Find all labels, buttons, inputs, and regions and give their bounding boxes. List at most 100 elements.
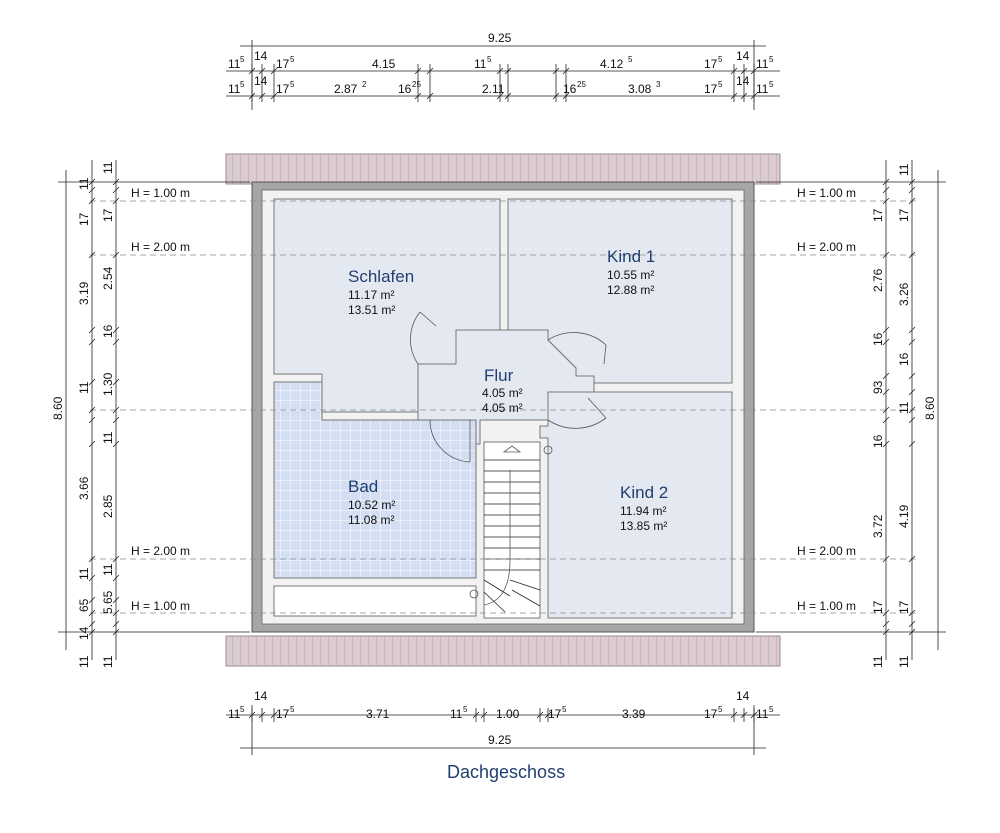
height-label-right-3: H = 2.00 m bbox=[797, 544, 856, 558]
dim-b-0: 11 bbox=[228, 707, 241, 721]
room-area-kind1-1: 10.55 m² bbox=[607, 268, 654, 282]
dim-t1-2: 17 bbox=[276, 57, 290, 71]
dim-ro-1: 17 bbox=[897, 208, 911, 222]
dim-tick bbox=[112, 197, 120, 205]
dim-t2-3: 2.87 bbox=[334, 82, 358, 96]
dim-tick bbox=[112, 440, 120, 448]
dim-l-5: 11 bbox=[77, 567, 91, 580]
dim-tick bbox=[112, 178, 120, 186]
svg-text:25: 25 bbox=[577, 80, 586, 89]
dim-tick bbox=[88, 628, 96, 636]
dim-li-8: 5.65 bbox=[101, 590, 115, 614]
dim-tick bbox=[88, 338, 96, 346]
dim-ro-7: 11 bbox=[897, 655, 911, 668]
svg-text:5: 5 bbox=[463, 705, 468, 714]
dim-ro-0: 11 bbox=[897, 163, 911, 176]
dim-ro-3: 16 bbox=[897, 352, 911, 366]
dim-tick bbox=[88, 574, 96, 582]
dim-tick bbox=[88, 609, 96, 617]
height-label-left-1: H = 1.00 m bbox=[131, 186, 190, 200]
dim-tick bbox=[908, 406, 916, 414]
dim-tick bbox=[908, 609, 916, 617]
room-bad bbox=[273, 381, 477, 579]
dim-tick bbox=[882, 338, 890, 346]
svg-text:5: 5 bbox=[769, 80, 774, 89]
dim-t2-5: 2.11 bbox=[482, 82, 505, 96]
height-label-left-4: H = 1.00 m bbox=[131, 599, 190, 613]
dim-tick bbox=[112, 555, 120, 563]
dim-t1-8: 11 bbox=[756, 57, 769, 71]
dim-l-3: 11 bbox=[77, 381, 91, 394]
dim-tick bbox=[882, 251, 890, 259]
dim-tick bbox=[882, 416, 890, 424]
svg-text:25: 25 bbox=[412, 80, 421, 89]
dim-tick bbox=[882, 609, 890, 617]
dim-tick bbox=[882, 406, 890, 414]
dim-t2-2: 17 bbox=[276, 82, 290, 96]
dim-t2-7: 3.08 bbox=[628, 82, 652, 96]
dim-t2-10: 11 bbox=[756, 82, 769, 96]
dim-tick bbox=[112, 416, 120, 424]
room-area-kind2-2: 13.85 m² bbox=[620, 519, 667, 533]
dim-tick bbox=[112, 596, 120, 604]
dim-b-5: 1.00 bbox=[496, 707, 520, 721]
dim-tick bbox=[882, 555, 890, 563]
svg-text:5: 5 bbox=[290, 55, 295, 64]
dim-l-1: 17 bbox=[77, 212, 91, 226]
dim-tick bbox=[88, 186, 96, 194]
svg-text:5: 5 bbox=[562, 705, 567, 714]
room-area-bad-1: 10.52 m² bbox=[348, 498, 395, 512]
dim-tick bbox=[908, 628, 916, 636]
dim-tick bbox=[882, 186, 890, 194]
dim-li-4: 1.30 bbox=[101, 372, 115, 396]
dim-tick bbox=[882, 372, 890, 380]
svg-text:5: 5 bbox=[718, 80, 723, 89]
room-name-kind1: Kind 1 bbox=[607, 247, 655, 266]
svg-text:5: 5 bbox=[240, 80, 245, 89]
dim-b-7: 3.39 bbox=[622, 707, 646, 721]
height-labels: H = 1.00 m H = 2.00 m H = 2.00 m H = 1.0… bbox=[128, 186, 878, 613]
dim-tick bbox=[112, 251, 120, 259]
dim-ro-2: 3.26 bbox=[897, 282, 911, 306]
dim-t1-5: 4.12 bbox=[600, 57, 624, 71]
dim-tick bbox=[88, 178, 96, 186]
room-name-flur: Flur bbox=[484, 366, 514, 385]
svg-text:5: 5 bbox=[718, 705, 723, 714]
dim-tick bbox=[882, 628, 890, 636]
dim-l-4: 3.66 bbox=[77, 476, 91, 500]
dim-t2-8: 17 bbox=[704, 82, 718, 96]
dim-li-3: 16 bbox=[101, 324, 115, 338]
dim-tick bbox=[112, 406, 120, 414]
dim-l-6: 65 bbox=[77, 598, 91, 612]
room-area-kind1-2: 12.88 m² bbox=[607, 283, 654, 297]
dim-b-4: 11 bbox=[450, 707, 463, 721]
roof-eave-top bbox=[225, 153, 781, 185]
height-label-right-4: H = 1.00 m bbox=[797, 599, 856, 613]
dim-t1-6: 17 bbox=[704, 57, 718, 71]
svg-text:5: 5 bbox=[290, 705, 295, 714]
dim-li-5: 11 bbox=[101, 431, 115, 444]
dim-b-9: 14 bbox=[736, 689, 750, 703]
dim-b-2: 17 bbox=[276, 707, 290, 721]
right-dimensions: 8.60 17 2.76 16 93 16 3.72 17 11 11 17 3… bbox=[756, 160, 946, 668]
dim-tick bbox=[112, 609, 120, 617]
dim-li-7: 11 bbox=[101, 563, 115, 576]
dim-tick bbox=[112, 326, 120, 334]
height-lines bbox=[90, 200, 920, 614]
dim-tick bbox=[88, 326, 96, 334]
dim-l-0: 11 bbox=[77, 177, 91, 190]
room-name-bad: Bad bbox=[348, 477, 378, 496]
dim-tick bbox=[882, 620, 890, 628]
room-area-schlafen-2: 13.51 m² bbox=[348, 303, 395, 317]
svg-text:2: 2 bbox=[362, 80, 367, 89]
room-labels: Schlafen 11.17 m² 13.51 m² Kind 1 10.55 … bbox=[348, 247, 668, 533]
dim-tick bbox=[908, 197, 916, 205]
staircase bbox=[469, 441, 553, 619]
dim-total-width-top: 9.25 bbox=[488, 31, 512, 45]
dim-t1-1: 14 bbox=[254, 49, 268, 63]
dim-ri-6: 17 bbox=[871, 600, 885, 614]
dim-tick bbox=[908, 338, 916, 346]
